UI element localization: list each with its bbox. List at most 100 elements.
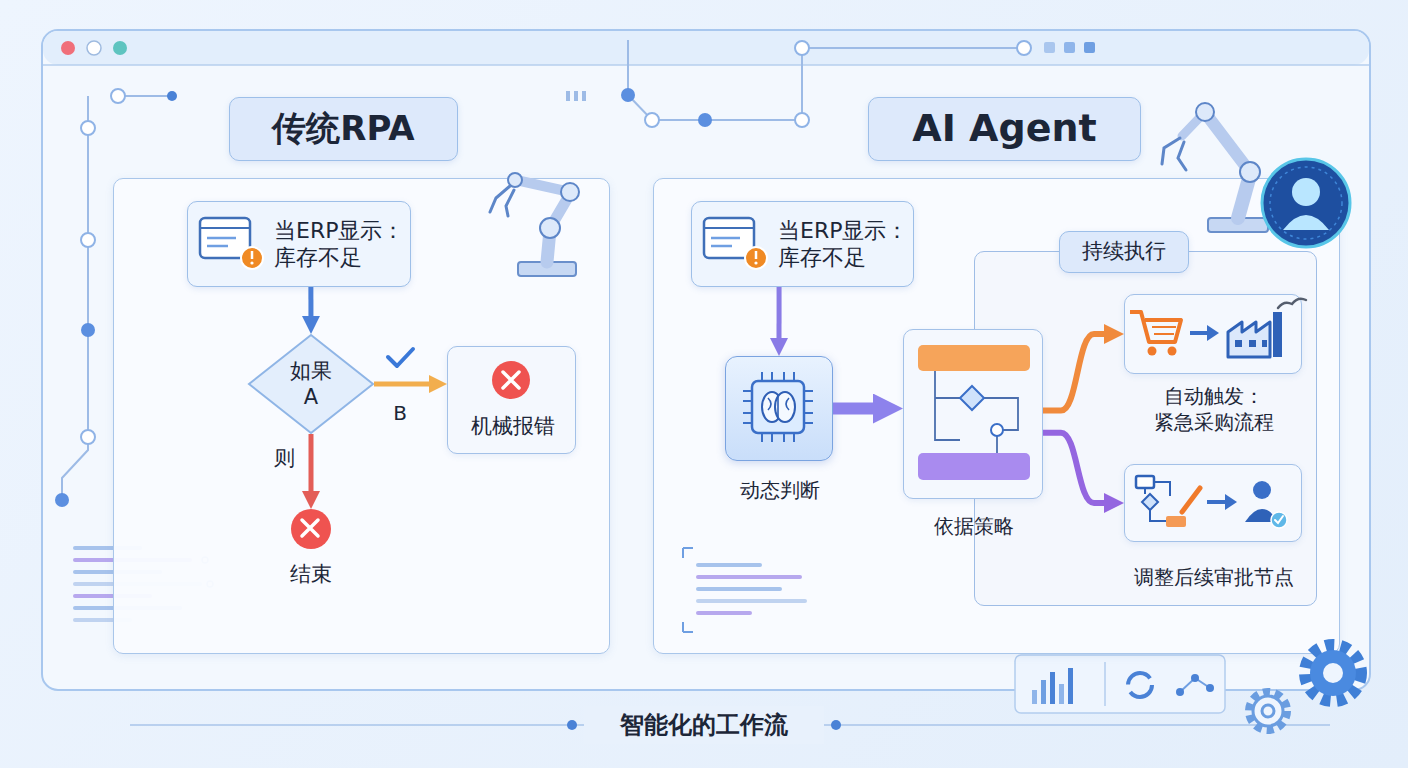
share-icon (1176, 688, 1184, 696)
circuit-node (55, 493, 69, 507)
mini-panel (1015, 655, 1225, 713)
robot-joint (1240, 162, 1260, 182)
check-mark (388, 349, 413, 366)
purchase-box: 自动触发： 紧急采购流程 (1124, 294, 1302, 374)
brain-icon (768, 394, 789, 420)
factory-icon (1273, 312, 1282, 357)
cart-icon (1168, 347, 1177, 356)
flow-arrow (374, 382, 434, 387)
code-bracket (683, 548, 693, 632)
trigger-box: 当ERP显示： 库存不足 (187, 201, 411, 287)
diamond-shape (249, 335, 373, 433)
caption: 智能化的工作流 (584, 706, 824, 744)
window-dot (61, 41, 75, 55)
ai-chip (752, 381, 804, 433)
warning-badge (250, 261, 253, 264)
gear-icon (1310, 650, 1356, 696)
title-bar (43, 31, 1369, 65)
chart-bar (1050, 672, 1055, 704)
strategy-bar (918, 453, 1030, 480)
chart-bar (1068, 668, 1073, 704)
end-cross (302, 520, 318, 536)
approval-box: 调整后续审批节点 (1124, 464, 1302, 542)
panel-heading: AI Agent (868, 97, 1141, 161)
caption-dot (831, 720, 841, 730)
robot-arm (1208, 218, 1268, 232)
approver-check (1275, 516, 1283, 523)
circuit-node (645, 113, 659, 127)
code-line (698, 611, 750, 615)
flow-arrow (1043, 433, 1110, 503)
robot-gripper (1162, 138, 1186, 170)
robot-joint (540, 218, 560, 238)
erp-window-icon (711, 237, 740, 240)
judgement-text: 动态判断 (710, 477, 850, 503)
flow-arrow (308, 287, 313, 321)
circuit-node (81, 233, 95, 247)
flow-arrow-icon (1207, 500, 1226, 504)
error-text: 机械报错 (448, 413, 577, 440)
warning-badge (251, 251, 254, 259)
robot-arm (1206, 114, 1250, 172)
robot-arm (518, 262, 576, 276)
approval-flow-icon (1136, 476, 1154, 488)
code-line (698, 599, 805, 603)
agent-avatar (1283, 215, 1329, 230)
window-dot (87, 41, 101, 55)
robot-joint (561, 183, 579, 201)
tick-mark (574, 91, 578, 101)
error-icon (492, 361, 530, 399)
trigger-text: 当ERP显示： 库存不足 (274, 217, 406, 271)
tick-mark (566, 91, 570, 101)
tick-mark (582, 91, 586, 101)
mini-divider (1104, 662, 1106, 706)
circuit-node (167, 91, 177, 101)
rpa-panel: 传统RPA当ERP显示： 库存不足如果 A机械报错结束 (113, 178, 610, 654)
window-frame (42, 30, 1370, 690)
robot-arm (516, 180, 570, 192)
factory-smoke (1278, 299, 1306, 308)
code-line (698, 563, 760, 567)
cart-icon (1152, 327, 1176, 334)
chart-bar (1059, 684, 1064, 704)
circle-shape (291, 509, 331, 549)
code-line (698, 575, 800, 579)
trigger-box: 当ERP显示： 库存不足 (691, 201, 914, 287)
chart-bar (1032, 690, 1037, 704)
strategy-flow (991, 424, 1003, 436)
pencil-icon (1182, 488, 1200, 512)
trigger-text: 当ERP显示： 库存不足 (778, 217, 910, 271)
cart-icon (1130, 312, 1181, 342)
group-heading: 持续执行 (1059, 231, 1189, 273)
circuit-line (118, 95, 172, 97)
agent-avatar (1292, 178, 1320, 206)
approver-icon (1253, 481, 1271, 499)
strategy-bar (918, 345, 1030, 371)
ring-icon (1128, 673, 1152, 697)
brain-icon (775, 392, 795, 422)
robot-joint (508, 173, 522, 187)
agent-panel: AI Agent当ERP显示： 库存不足动态判断依据策略持续执行自动触发： 紧急… (653, 178, 1340, 654)
agent-avatar (1262, 159, 1350, 247)
circuit-node (81, 430, 95, 444)
factory-icon (1228, 322, 1270, 357)
approval-flow-icon (1145, 482, 1170, 521)
warning-badge (755, 251, 758, 259)
robot-arm (547, 230, 550, 262)
erp-window-icon (711, 245, 732, 248)
cart-icon (1148, 347, 1157, 356)
share-icon (1206, 684, 1214, 692)
circuit-node (795, 41, 809, 55)
robot-joint (1196, 103, 1214, 121)
bar-square (1064, 42, 1075, 53)
gear-icon (1262, 705, 1274, 717)
gear-icon (1323, 663, 1343, 683)
robot-arm (1182, 112, 1205, 136)
circuit-node (1017, 41, 1031, 55)
code-line (698, 587, 780, 591)
brain-icon (762, 392, 782, 422)
flow-arrow (833, 403, 882, 415)
circuit-node (111, 89, 125, 103)
caption-rule (130, 724, 1330, 726)
